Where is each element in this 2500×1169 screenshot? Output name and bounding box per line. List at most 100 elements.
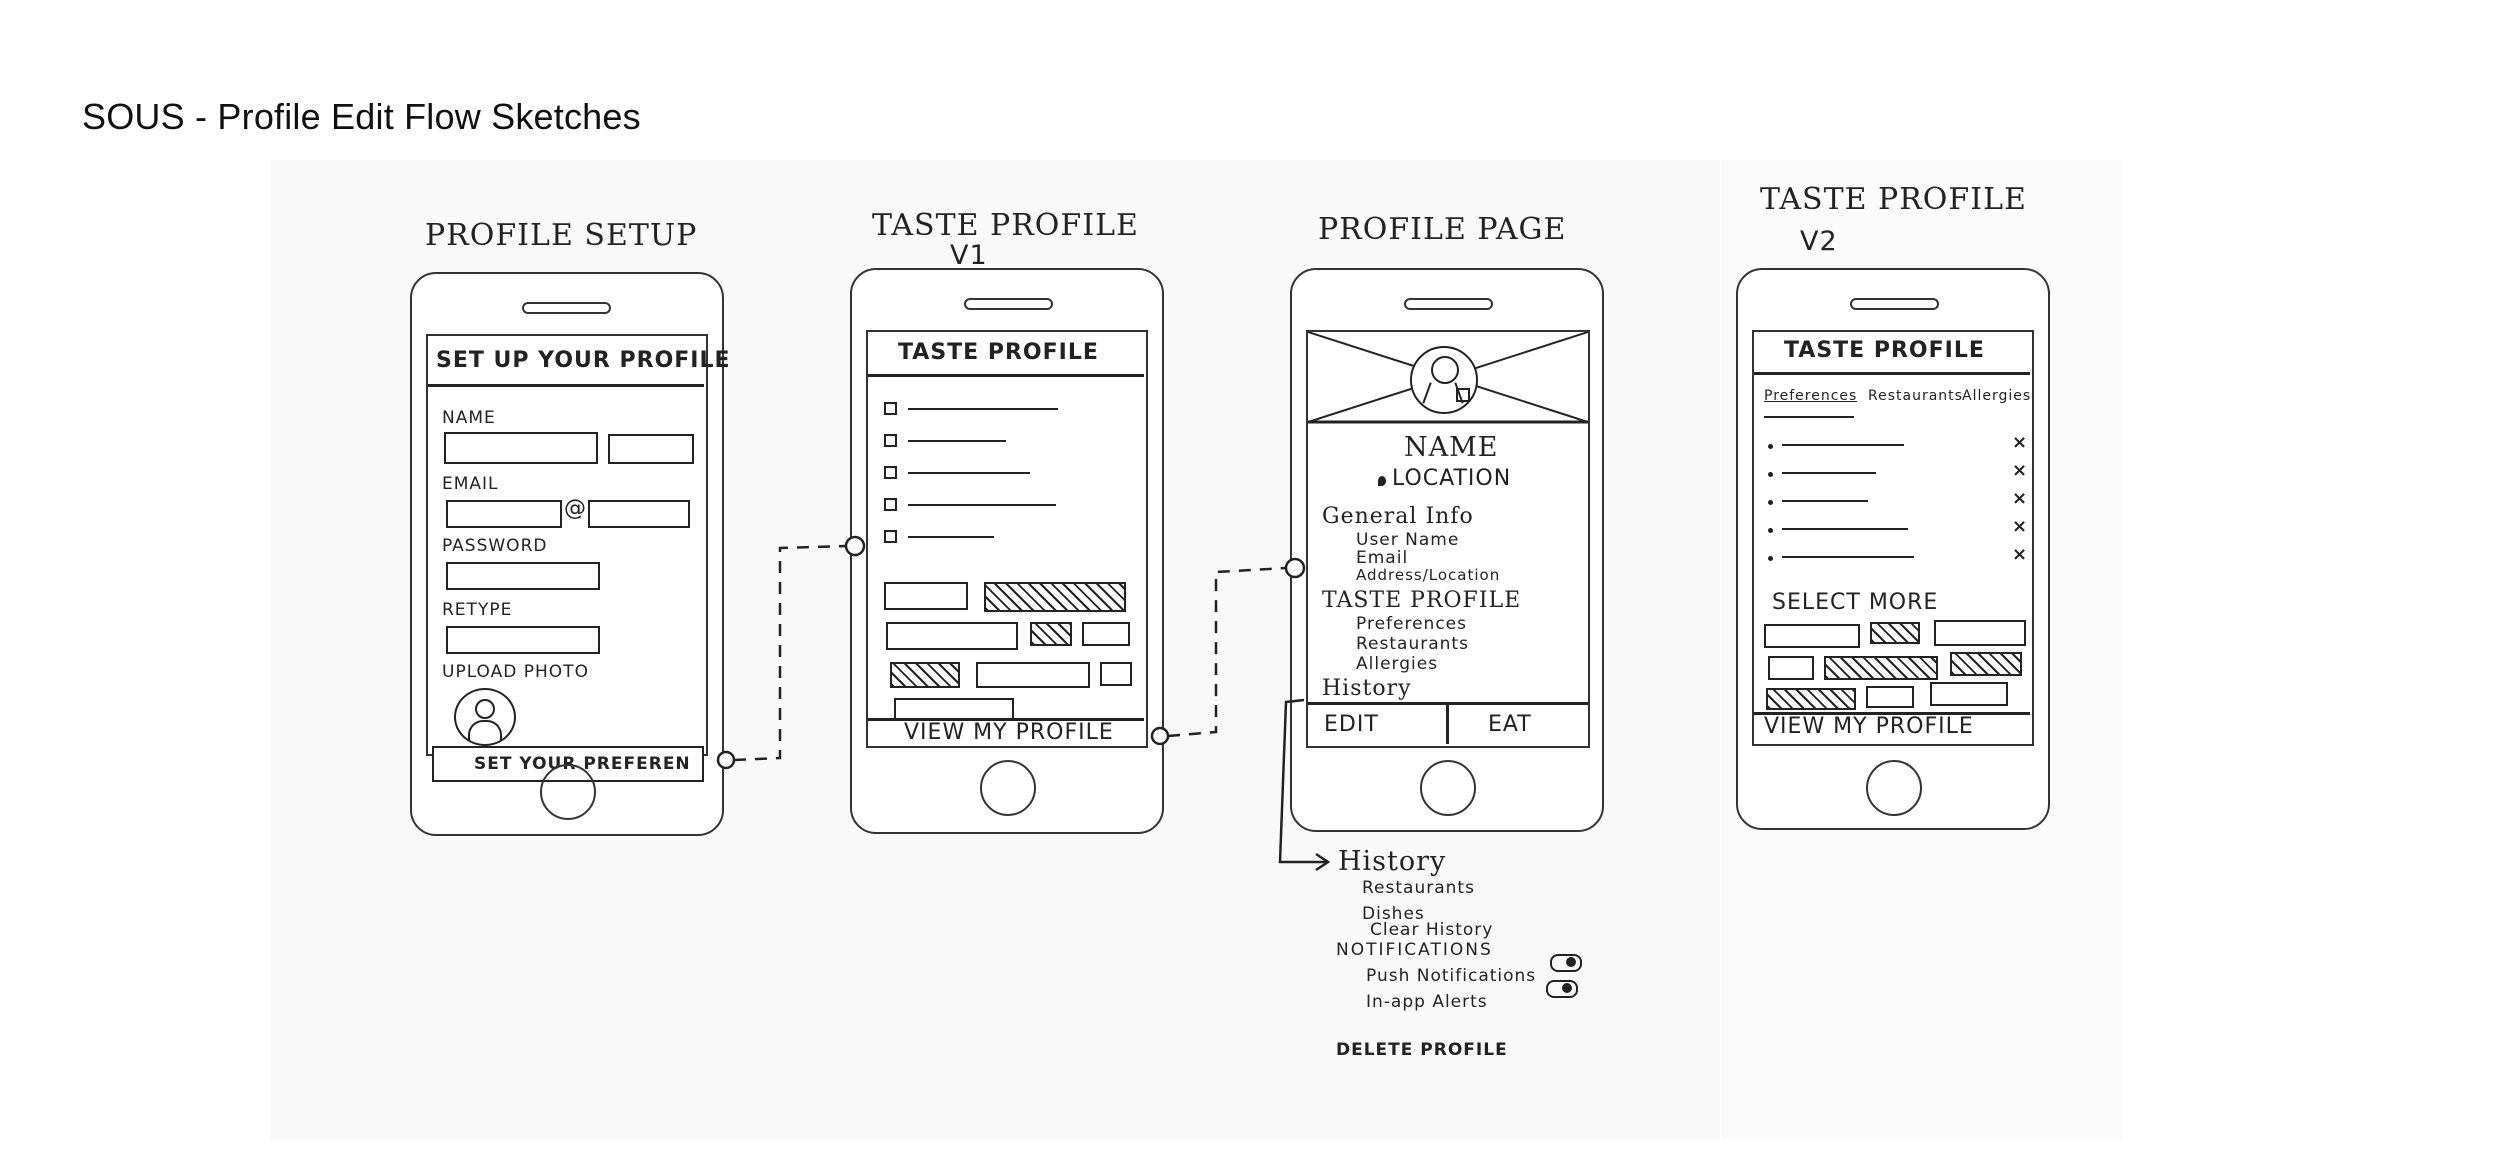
option-line-5 — [908, 536, 994, 538]
tab-preferences[interactable]: Preferences — [1764, 388, 1858, 404]
at-symbol: @ — [564, 496, 587, 521]
camera-icon[interactable] — [1456, 388, 1470, 402]
remove-icon[interactable]: × — [2012, 488, 2028, 509]
subheading-v1: V1 — [950, 240, 988, 271]
item-email[interactable]: Email — [1356, 548, 1409, 568]
input-retype[interactable] — [446, 626, 600, 654]
title-underline — [428, 384, 704, 387]
screen-title: SET UP YOUR PROFILE — [436, 348, 731, 373]
expanded-notifications: NOTIFICATIONS — [1336, 940, 1493, 960]
profile-location: LOCATION — [1392, 466, 1512, 491]
item-restaurants[interactable]: Restaurants — [1356, 634, 1469, 654]
tag-chip-1[interactable] — [884, 582, 968, 610]
item-line-4 — [1782, 528, 1908, 530]
home-button — [1866, 760, 1922, 816]
heading-taste-profile-v1: Taste Profile — [872, 208, 1139, 243]
tag-chip-selected-1[interactable] — [984, 582, 1126, 612]
checkbox-3[interactable] — [884, 466, 897, 479]
bullet-4 — [1768, 528, 1773, 533]
checkbox-4[interactable] — [884, 498, 897, 511]
tag-chip-2[interactable] — [1934, 620, 2026, 646]
item-address-location[interactable]: Address/Location — [1356, 566, 1501, 584]
home-button — [980, 760, 1036, 816]
tabbar-separator — [1446, 704, 1449, 744]
input-first-name[interactable] — [444, 432, 598, 464]
section-taste-profile: TASTE PROFILE — [1322, 588, 1522, 613]
input-password[interactable] — [446, 562, 600, 590]
tab-underline — [1764, 416, 1854, 418]
avatar-body-icon — [468, 720, 502, 740]
heading-taste-profile-v2: Taste Profile — [1760, 182, 2027, 217]
tag-chip-2[interactable] — [886, 622, 1018, 650]
tag-chip-selected-3[interactable] — [1950, 652, 2022, 676]
tag-chip-selected-2[interactable] — [1824, 656, 1938, 680]
remove-icon[interactable]: × — [2012, 544, 2028, 565]
screen-taste-profile-v2: TASTE PROFILE Preferences Restaurants Al… — [1752, 330, 2034, 746]
view-my-profile-button[interactable]: VIEW MY PROFILE — [904, 720, 1114, 745]
speaker — [1850, 298, 1939, 310]
expanded-dishes[interactable]: Dishes — [1362, 904, 1425, 924]
subheading-v2: V2 — [1800, 226, 1838, 257]
tag-chip-1[interactable] — [1764, 624, 1860, 648]
tag-chip-5[interactable] — [1930, 682, 2008, 706]
remove-icon[interactable]: × — [2012, 460, 2028, 481]
phone-profile-setup: SET UP YOUR PROFILE NAME EMAIL @ PASSWOR… — [410, 272, 730, 836]
edit-button[interactable]: EDIT — [1324, 712, 1379, 737]
input-email-domain[interactable] — [588, 500, 690, 528]
item-user-name[interactable]: User Name — [1356, 530, 1460, 550]
item-line-5 — [1782, 556, 1914, 558]
delete-profile-button[interactable]: DELETE PROFILE — [1336, 1040, 1508, 1060]
label-upload-photo: UPLOAD PHOTO — [442, 662, 589, 682]
push-notifications-toggle[interactable] — [1550, 954, 1582, 972]
tag-chip-selected-3[interactable] — [890, 662, 960, 688]
screen-taste-profile-v1: TASTE PROFILE VIEW MY PROFILE — [866, 330, 1148, 748]
tag-chip-selected-1[interactable] — [1870, 622, 1920, 644]
bullet-2 — [1768, 472, 1773, 477]
label-email: EMAIL — [442, 474, 499, 494]
heading-profile-page: Profile Page — [1318, 212, 1567, 247]
expanded-push-notifications: Push Notifications — [1366, 966, 1537, 986]
tag-chip-3[interactable] — [1768, 656, 1814, 680]
item-preferences[interactable]: Preferences — [1356, 614, 1467, 634]
remove-icon[interactable]: × — [2012, 432, 2028, 453]
input-last-name[interactable] — [608, 434, 694, 464]
view-my-profile-button[interactable]: VIEW MY PROFILE — [1764, 714, 1974, 739]
speaker — [964, 298, 1053, 310]
expanded-history[interactable]: History — [1338, 846, 1447, 877]
phone-taste-profile-v1: TASTE PROFILE VIEW MY PROFILE — [850, 268, 1164, 834]
eat-button[interactable]: EAT — [1488, 712, 1532, 737]
profile-name: NAME — [1404, 432, 1499, 463]
speaker — [1404, 298, 1493, 310]
connector-taste-to-profile — [1150, 557, 1306, 746]
tab-allergies[interactable]: Allergies — [1962, 388, 2032, 404]
tab-restaurants[interactable]: Restaurants — [1868, 388, 1963, 404]
profile-avatar[interactable] — [1410, 346, 1478, 414]
tag-chip-selected-4[interactable] — [1766, 688, 1856, 710]
tag-chip-3[interactable] — [1082, 622, 1130, 646]
item-history[interactable]: History — [1322, 676, 1412, 701]
item-allergies[interactable]: Allergies — [1356, 654, 1439, 674]
label-retype: RETYPE — [442, 600, 513, 620]
tag-chip-5[interactable] — [1100, 662, 1132, 686]
checkbox-5[interactable] — [884, 530, 897, 543]
avatar-upload[interactable] — [454, 688, 516, 746]
item-line-2 — [1782, 472, 1876, 474]
tag-chip-selected-2[interactable] — [1030, 622, 1072, 646]
phone-taste-profile-v2: TASTE PROFILE Preferences Restaurants Al… — [1736, 268, 2050, 830]
select-more-heading: SELECT MORE — [1772, 590, 1939, 615]
connector-setup-to-taste — [716, 535, 866, 770]
expanded-clear-history[interactable]: Clear History — [1370, 920, 1494, 940]
tag-chip-4[interactable] — [976, 662, 1090, 688]
expanded-restaurants[interactable]: Restaurants — [1362, 878, 1475, 898]
screen-profile-page: NAME LOCATION General Info User Name Ema… — [1306, 330, 1590, 748]
checkbox-1[interactable] — [884, 402, 897, 415]
in-app-alerts-toggle[interactable] — [1546, 980, 1578, 998]
checkbox-2[interactable] — [884, 434, 897, 447]
bullet-3 — [1768, 500, 1773, 505]
remove-icon[interactable]: × — [2012, 516, 2028, 537]
input-email-user[interactable] — [446, 500, 562, 528]
button-divider — [1754, 712, 2030, 715]
tag-chip-4[interactable] — [1866, 686, 1914, 708]
option-line-4 — [908, 504, 1056, 506]
